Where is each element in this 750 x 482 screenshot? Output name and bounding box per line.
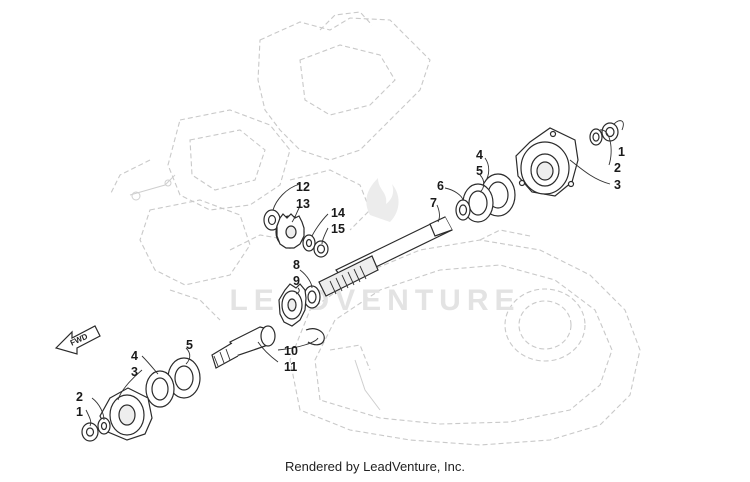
callout-6: 6	[437, 179, 444, 193]
part-flange-housing-top	[515, 127, 579, 197]
callout-8: 8	[293, 258, 300, 272]
part-washer-6	[455, 199, 471, 221]
watermark: LEADVENTURE	[229, 178, 520, 317]
callout-14: 14	[331, 206, 345, 220]
callout-10: 10	[284, 344, 298, 358]
watermark-text: LEADVENTURE	[229, 284, 520, 317]
engine-ghost-outline	[109, 11, 431, 321]
part-driveshaft-7	[318, 216, 453, 297]
part-bearing-bottom	[145, 357, 201, 408]
callout-5-top: 5	[476, 164, 483, 178]
callout-4-bottom: 4	[131, 349, 138, 363]
leader-lines	[85, 120, 624, 427]
part-output-shaft-11	[211, 325, 276, 369]
callout-5-bottom: 5	[186, 338, 193, 352]
part-washer-bottom	[97, 417, 111, 435]
part-washer-top	[589, 128, 603, 146]
callout-3-bottom: 3	[131, 365, 138, 379]
callout-2-top: 2	[614, 161, 621, 175]
callout-4-top: 4	[476, 148, 483, 162]
callout-3-top: 3	[614, 178, 621, 192]
part-bevel-gear-9	[278, 283, 307, 327]
callout-labels: 1 2 3 4 5 6 7 8 9 10 11 12 13 14 15 5 4 …	[76, 145, 625, 419]
part-flange-housing-bottom	[99, 387, 153, 441]
part-nut-top	[601, 122, 619, 142]
callout-1-top: 1	[618, 145, 625, 159]
callout-11: 11	[284, 360, 297, 374]
part-nut-15	[313, 240, 329, 258]
callout-15: 15	[331, 222, 345, 236]
part-circlip-10	[305, 328, 325, 346]
callout-12: 12	[296, 180, 310, 194]
footer-credit: Rendered by LeadVenture, Inc.	[285, 459, 465, 474]
clutch-cover-ghost-outline	[289, 229, 641, 446]
callout-1-bottom: 1	[76, 405, 83, 419]
callout-7: 7	[430, 196, 437, 210]
part-washer-14	[302, 234, 316, 252]
callout-9: 9	[293, 274, 300, 288]
part-washer-12	[263, 209, 281, 231]
callout-13: 13	[296, 197, 310, 211]
fwd-arrow-icon: FWD	[54, 325, 101, 355]
part-nut-bottom	[81, 422, 99, 442]
part-bearing-top	[462, 173, 516, 223]
part-pinion-gear-13	[275, 213, 305, 249]
callout-2-bottom: 2	[76, 390, 83, 404]
